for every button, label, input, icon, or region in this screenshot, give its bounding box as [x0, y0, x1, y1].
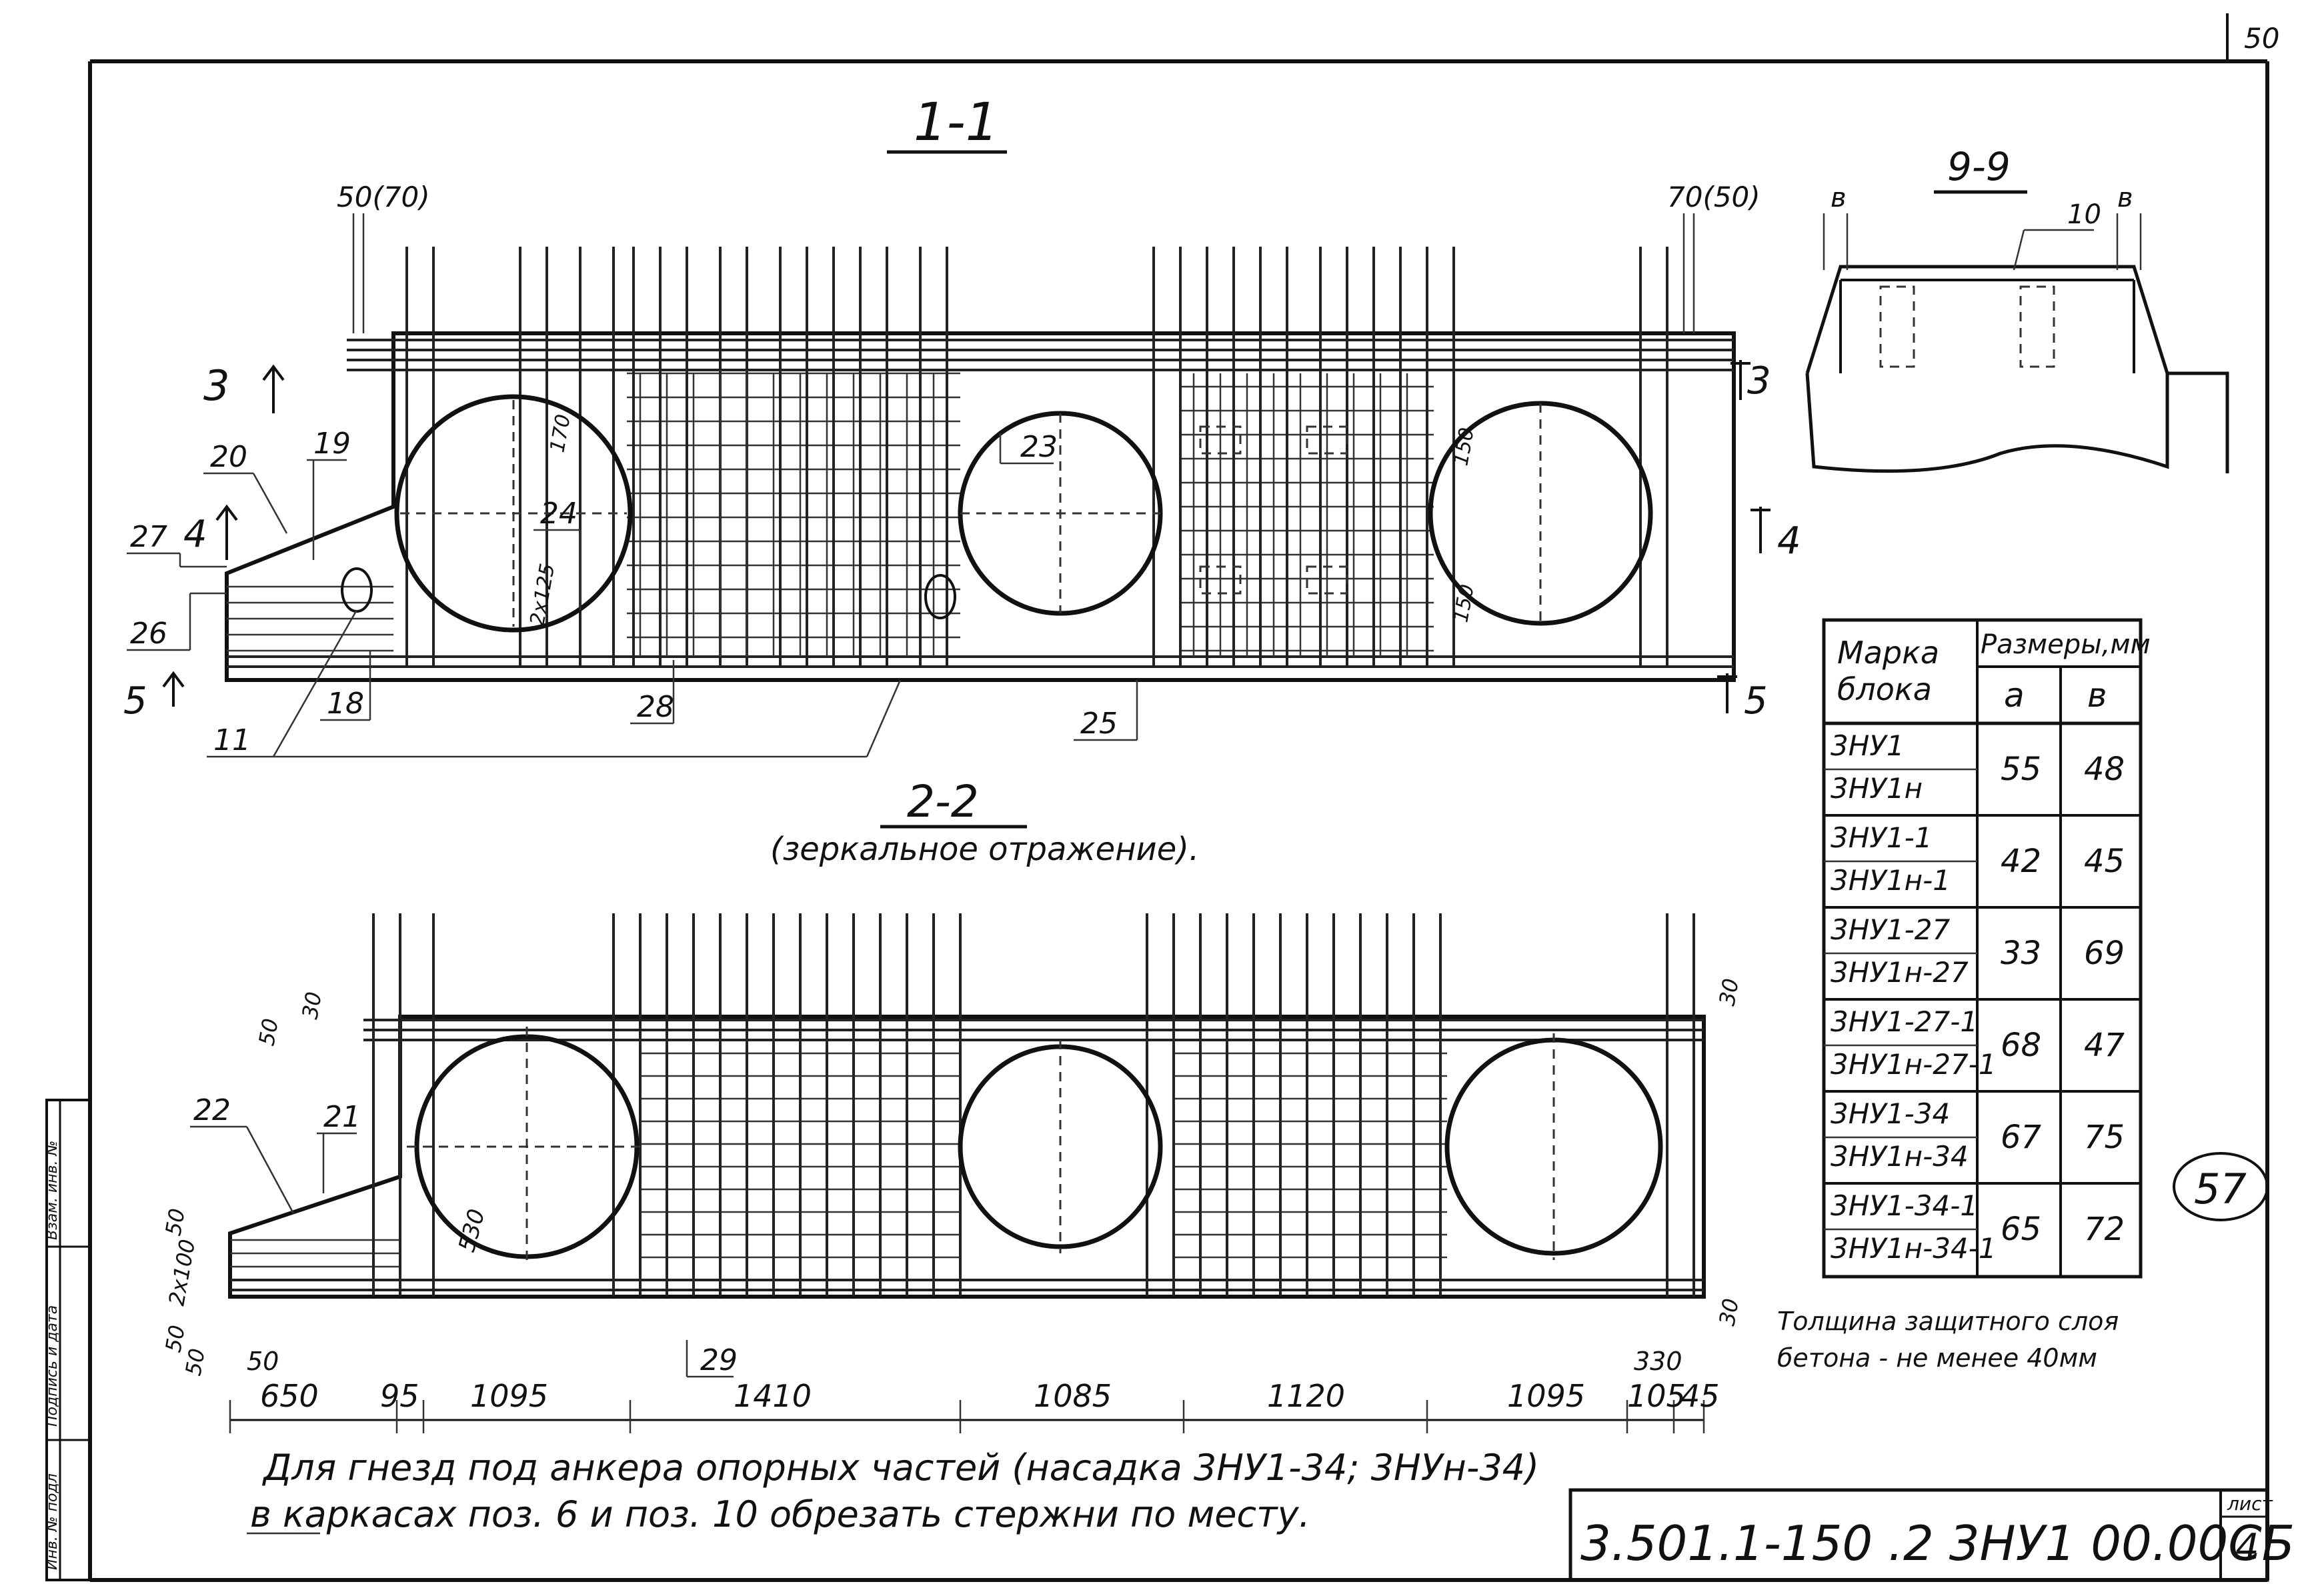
dim-chain-label: 1085 — [1034, 1378, 1112, 1414]
table-value-b: 47 — [2084, 1027, 2125, 1064]
callout-27: 27 — [130, 520, 167, 554]
cut-mark-3-left: 3 — [203, 361, 229, 410]
table-value-a: 68 — [2001, 1027, 2041, 1064]
table-mark: 3НУ1-34-1 — [1831, 1189, 1978, 1222]
table-header-b: в — [2087, 676, 2107, 715]
notes: Толщина защитного слоя бетона - не менее… — [247, 1307, 2119, 1535]
dim-top-left: 50(70) — [337, 181, 430, 213]
callout-11: 11 — [213, 723, 251, 757]
section-2-2-title: 2-2 — [907, 776, 979, 827]
table-mark: 3НУ1-27 — [1831, 913, 1950, 946]
cut-mark-5-right: 5 — [1744, 679, 1768, 723]
sheet-number: 4 — [2235, 1526, 2259, 1569]
dim-top-right: 70(50) — [1667, 181, 1761, 213]
note-cover-line1: Толщина защитного слоя — [1777, 1307, 2119, 1336]
table-value-a: 65 — [2001, 1211, 2041, 1248]
dim-left-30-top: 30 — [297, 990, 326, 1021]
table-value-a: 33 — [2001, 935, 2041, 972]
size-table: 3НУ1 3НУ1н 55 48 3НУ1-1 3НУ1н-1 42 45 3НУ1-27 3НУ… — [1822, 618, 2151, 1279]
dim-right-30-top: 30 — [1714, 977, 1743, 1008]
table-mark: 3НУ1 — [1831, 729, 1905, 762]
page-corner-number: 50 — [2244, 22, 2279, 55]
table-value-a: 55 — [2001, 751, 2041, 788]
dim-170: 170 — [545, 413, 575, 454]
callout-22: 22 — [193, 1093, 231, 1127]
dim-left-50-top: 50 — [253, 1017, 283, 1048]
table-value-b: 69 — [2084, 935, 2125, 972]
callout-28: 28 — [637, 690, 674, 724]
dim-chain-label: 1095 — [1507, 1378, 1585, 1414]
note-main-line2: в каркасах поз. 6 и поз. 10 обрезать сте… — [250, 1493, 1310, 1535]
table-mark: 3НУ1н-1 — [1831, 864, 1951, 897]
dim-chain-label: 650 — [260, 1378, 319, 1414]
cut-mark-3-right: 3 — [1747, 359, 1771, 403]
callout-10: 10 — [2067, 199, 2101, 230]
dim-left-2x100: 2x100 — [163, 1237, 200, 1307]
table-value-a: 42 — [2001, 843, 2041, 880]
section-2-2-subtitle: (зеркальное отражение). — [770, 831, 1199, 868]
table-mark: 3НУ1н-34-1 — [1831, 1232, 1997, 1265]
table-mark: 3НУ1н-27-1 — [1831, 1048, 1997, 1081]
dim-left-50-low: 50 — [160, 1323, 189, 1355]
section-9-9-title: 9-9 — [1947, 144, 2011, 189]
cut-mark-4-left: 4 — [183, 513, 207, 556]
stamp-number: 57 — [2194, 1165, 2247, 1213]
stamp-inv-orig: Инв. № подл — [44, 1473, 61, 1570]
table-value-b: 45 — [2084, 843, 2125, 880]
table-value-b: 75 — [2084, 1119, 2125, 1156]
callout-29: 29 — [700, 1343, 738, 1377]
dim-chain-label: 105 — [1627, 1378, 1686, 1414]
dim-chain-label: 1410 — [734, 1378, 812, 1414]
table-mark: 3НУ1н-34 — [1831, 1140, 1969, 1173]
dim-chain-label: 45 — [1680, 1378, 1720, 1414]
callout-23: 23 — [1020, 430, 1058, 464]
dim-chain-label: 1095 — [470, 1378, 548, 1414]
table-mark: 3НУ1-34 — [1831, 1097, 1950, 1130]
table-mark: 3НУ1н-27 — [1831, 956, 1969, 989]
stamp-inv-replace: Взам. инв. № — [44, 1141, 61, 1240]
table-header-mark-2: блока — [1837, 671, 1932, 707]
callout-18: 18 — [327, 687, 364, 721]
table-value-b: 48 — [2084, 751, 2125, 788]
sheet-label: лист — [2227, 1493, 2273, 1515]
dim-9-9-right-b: в — [2117, 183, 2133, 213]
table-mark: 3НУ1н — [1831, 772, 1923, 805]
doc-code: 3.501.1-150 .2 3НУ1 00.00СБ — [1580, 1515, 2295, 1571]
section-2-2: 2-2 (зеркальное отражение). 22 21 29 50 … — [160, 776, 1744, 1433]
cut-mark-5-left: 5 — [123, 679, 147, 723]
table-header-mark-1: Марка — [1837, 635, 1939, 671]
stamp-signature-date: Подпись и дата — [44, 1305, 61, 1427]
section-1-1-title: 1-1 — [914, 93, 998, 153]
dim-2x125: 2x125 — [525, 562, 559, 628]
table-header-a: а — [2004, 676, 2025, 715]
dim-chain-label: 95 — [380, 1378, 419, 1414]
note-cover-line2: бетона - не менее 40мм — [1777, 1343, 2097, 1373]
callout-26: 26 — [130, 617, 167, 651]
sheet-stamp-circle: 57 — [2173, 1152, 2269, 1221]
table-mark: 3НУ1-27-1 — [1831, 1005, 1978, 1038]
dim-left-50-mid: 50 — [160, 1207, 189, 1238]
dim-chain-label: 1120 — [1267, 1378, 1345, 1414]
callout-19: 19 — [313, 427, 351, 461]
section-1-1: 1-1 50(70) 70(50) 3 4 5 3 — [123, 93, 1801, 758]
table-mark: 3НУ1-1 — [1831, 821, 1933, 854]
title-block: 3.501.1-150 .2 3НУ1 00.00СБ лист 4 — [1568, 1488, 2295, 1582]
callout-20: 20 — [210, 440, 247, 474]
cut-mark-4-right: 4 — [1777, 519, 1801, 563]
table-header-sizes: Размеры,мм — [1981, 629, 2151, 660]
dim-left-50-bottom: 50 — [180, 1347, 209, 1378]
table-value-b: 72 — [2084, 1211, 2125, 1248]
dim-right-330: 330 — [1634, 1347, 1682, 1376]
dim-9-9-left-b: в — [1831, 183, 1847, 213]
side-stamp: Инв. № подл Подпись и дата Взам. инв. № — [44, 1099, 91, 1581]
callout-24: 24 — [540, 497, 577, 531]
dim-50-bottom: 50 — [247, 1347, 279, 1376]
callout-25: 25 — [1080, 707, 1118, 741]
callout-21: 21 — [323, 1100, 361, 1134]
note-main-line1: Для гнезд под анкера опорных частей (нас… — [262, 1447, 1539, 1489]
table-value-a: 67 — [2001, 1119, 2042, 1156]
section-9-9: 9-9 в в 10 — [1805, 144, 2229, 473]
dim-right-30-bottom: 30 — [1714, 1297, 1743, 1328]
